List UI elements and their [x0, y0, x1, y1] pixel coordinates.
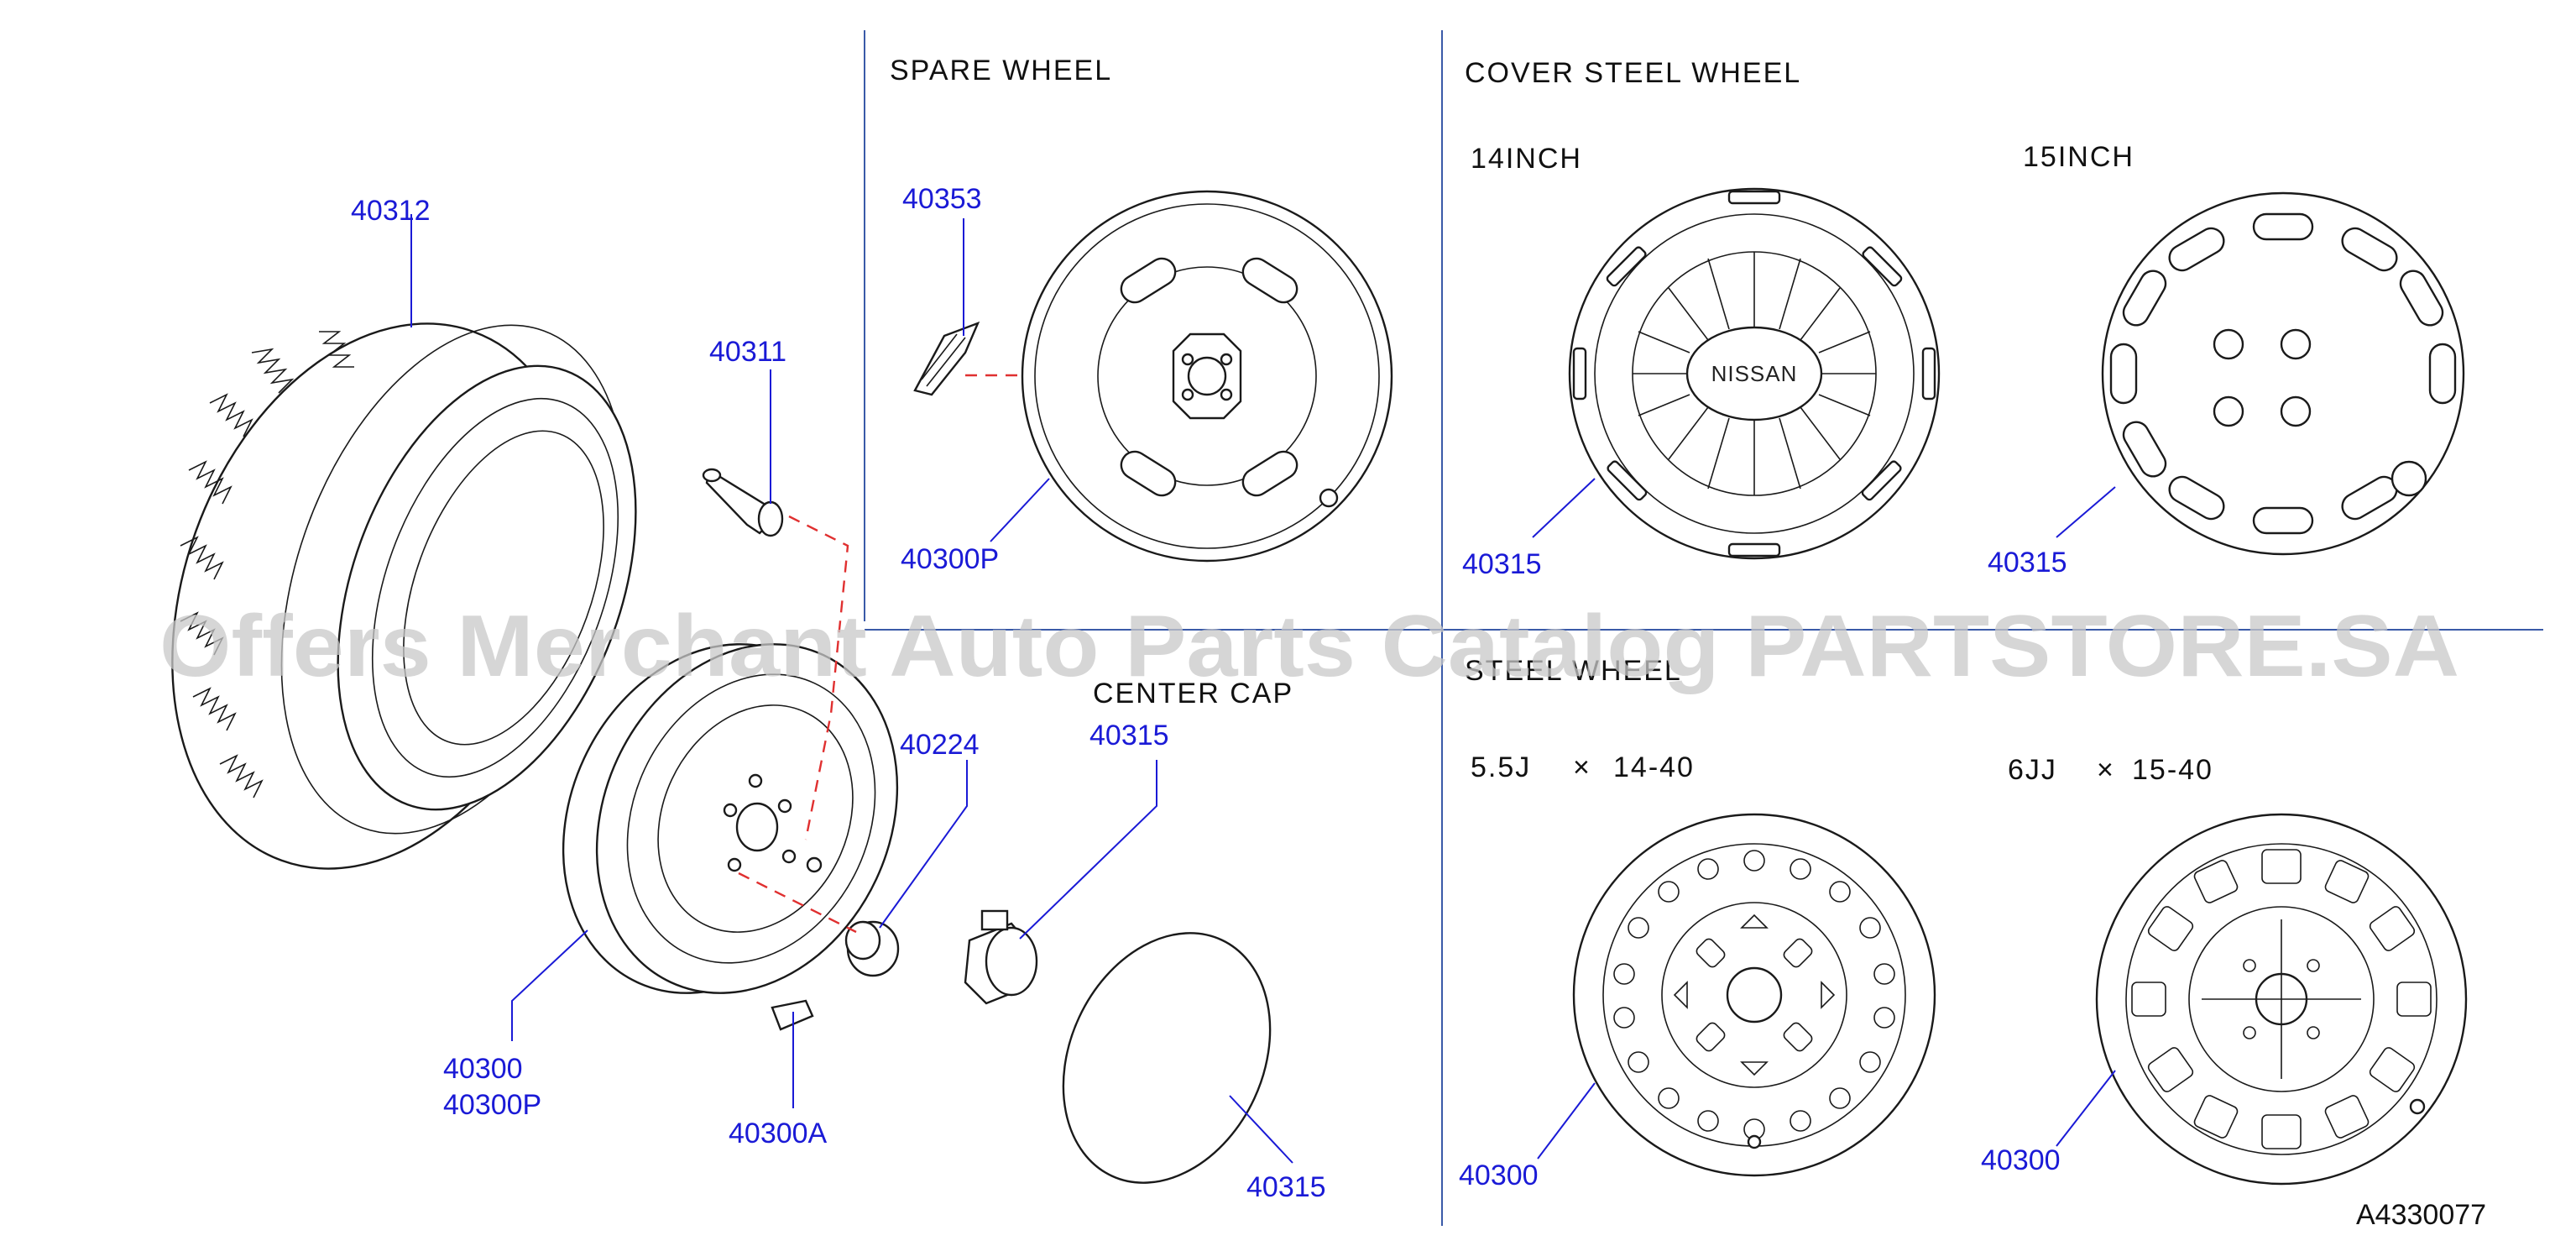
spare-wheel-drawing [1021, 190, 1393, 563]
tire-drawing [171, 322, 637, 870]
section-title-spare-wheel: SPARE WHEEL [890, 55, 1112, 86]
leader-lines [410, 214, 2116, 1164]
label-spare-wheel: 40300P [901, 543, 999, 575]
cover-15inch-drawing [2101, 191, 2465, 556]
size-label-55j: 5.5J × 14-40 [1471, 751, 1695, 783]
svg-text:5.5J: 5.5J [1471, 751, 1531, 783]
cover-14inch-drawing: NISSAN [1568, 187, 1941, 560]
watermark-text: Offers Merchant Auto Parts Catalog PARTS… [159, 598, 2459, 695]
size-label-14inch: 14INCH [1471, 143, 1582, 175]
label-wheel-main-2: 40300P [443, 1089, 541, 1121]
center-cap-disk-drawing [1062, 932, 1272, 1184]
label-spare-patch: 40353 [902, 183, 982, 215]
nut-drawing [844, 920, 900, 977]
svg-text:14-40: 14-40 [1613, 751, 1695, 783]
label-cover-15: 40315 [1988, 547, 2067, 578]
svg-text:×: × [1573, 751, 1591, 783]
section-title-cover-steel-wheel: COVER STEEL WHEEL [1465, 57, 1801, 89]
steel-wheel-6jj-drawing [2095, 813, 2468, 1186]
label-nut: 40224 [900, 729, 980, 761]
center-cap-clip-drawing [964, 909, 1038, 1005]
spare-patch-drawing [913, 321, 980, 396]
label-wheel-main-1: 40300 [443, 1053, 523, 1085]
valve-drawing [702, 468, 784, 537]
section-title-steel-wheel: STEEL WHEEL [1465, 655, 1682, 687]
label-weight: 40300A [729, 1118, 828, 1149]
label-valve: 40311 [709, 336, 786, 368]
size-label-6jj: 6JJ × 15-40 [2008, 754, 2213, 786]
label-cover-14: 40315 [1462, 548, 1542, 580]
main-wheel-drawing [562, 643, 899, 994]
label-tire: 40312 [351, 195, 431, 227]
label-center-cap-top: 40315 [1089, 720, 1169, 751]
svg-text:15-40: 15-40 [2132, 754, 2213, 786]
size-label-15inch: 15INCH [2023, 141, 2134, 173]
section-dividers [864, 30, 2543, 1226]
section-title-center-cap: CENTER CAP [1093, 678, 1293, 709]
nissan-badge-text: NISSAN [1711, 361, 1798, 386]
label-steel-6jj: 40300 [1981, 1144, 2061, 1176]
svg-text:×: × [2097, 754, 2115, 786]
diagram-id: A4330077 [2356, 1199, 2486, 1231]
label-steel-55j: 40300 [1459, 1160, 1539, 1191]
svg-text:6JJ: 6JJ [2008, 754, 2057, 786]
steel-wheel-55j-drawing [1572, 813, 1936, 1177]
label-center-cap-bottom: 40315 [1246, 1171, 1326, 1203]
